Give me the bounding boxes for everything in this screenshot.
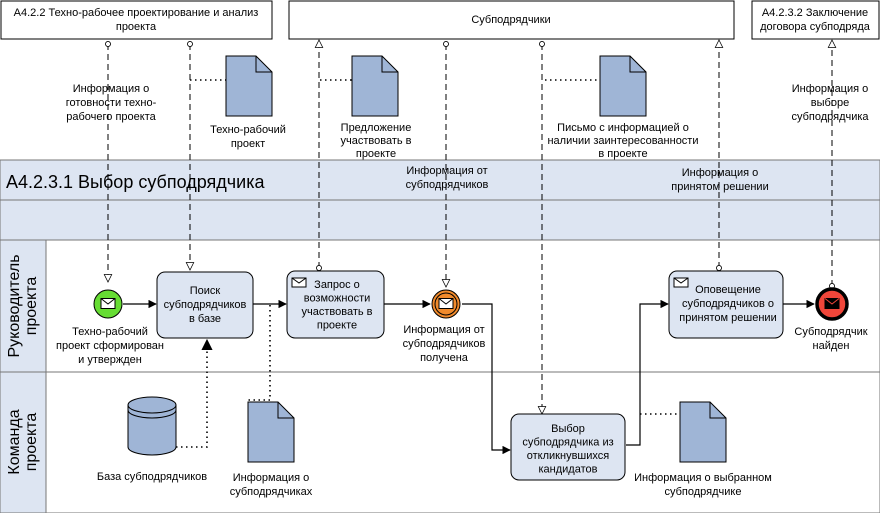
process-title: А4.2.3.1 Выбор субподрядчика: [6, 172, 265, 192]
document-fold-icon: [709, 402, 726, 419]
lane-team-header: [0, 371, 47, 513]
intermediate-event-received[interactable]: [431, 289, 461, 319]
external-prev-label-text: А4.2.2 Техно-рабочее проектирование и ан…: [14, 7, 259, 33]
external-sub-label-text: Субподрядчики: [471, 14, 550, 26]
document-fold-icon: [255, 56, 272, 73]
task-request-participation[interactable]: [286, 270, 385, 339]
envelope-filled-icon: [824, 298, 840, 309]
assoc-db-search: [176, 338, 213, 448]
process-title-band: [0, 159, 880, 201]
external-sub-box[interactable]: [288, 0, 735, 40]
end-event[interactable]: [815, 287, 849, 321]
document-fold-icon: [381, 56, 398, 73]
external-next-box[interactable]: [751, 0, 880, 40]
database-label: База субподрядчиков: [97, 471, 207, 483]
document-subcontractor-info[interactable]: [247, 401, 295, 463]
start-event[interactable]: [93, 289, 123, 319]
lane-manager-label-text: Руководительпроекта: [6, 254, 40, 357]
seq-select-notify: [626, 299, 669, 446]
lane-team-label: Командапроекта: [6, 409, 40, 474]
document-techno-project[interactable]: [225, 55, 273, 117]
task-notify-subcontractors[interactable]: [668, 270, 784, 339]
document-fold-icon: [629, 56, 646, 73]
database-label-text: База субподрядчиков: [97, 471, 207, 483]
document-chosen-info[interactable]: [679, 401, 727, 463]
task-select-subcontractor[interactable]: [510, 413, 626, 481]
document-offer[interactable]: [351, 55, 399, 117]
envelope-send-icon: [673, 277, 689, 288]
document-letter[interactable]: [599, 55, 647, 117]
database-icon[interactable]: [127, 396, 177, 456]
envelope-icon: [100, 298, 116, 309]
task-search-subcontractors[interactable]: [156, 271, 254, 339]
document-fold-icon: [277, 402, 294, 419]
external-prev-label: А4.2.2 Техно-рабочее проектирование и ан…: [14, 7, 259, 33]
external-sub-label: Субподрядчики: [471, 14, 550, 26]
envelope-icon: [438, 298, 454, 309]
lane-manager-header: [0, 239, 47, 373]
envelope-send-icon: [291, 277, 307, 288]
external-prev-box[interactable]: [0, 0, 273, 40]
seq-received-select: [462, 303, 511, 455]
lane-team-label-text: Командапроекта: [6, 409, 40, 474]
lane-manager-label: Руководительпроекта: [6, 254, 40, 357]
process-sub-band: [0, 199, 880, 241]
assoc-info-doc: [248, 305, 271, 401]
